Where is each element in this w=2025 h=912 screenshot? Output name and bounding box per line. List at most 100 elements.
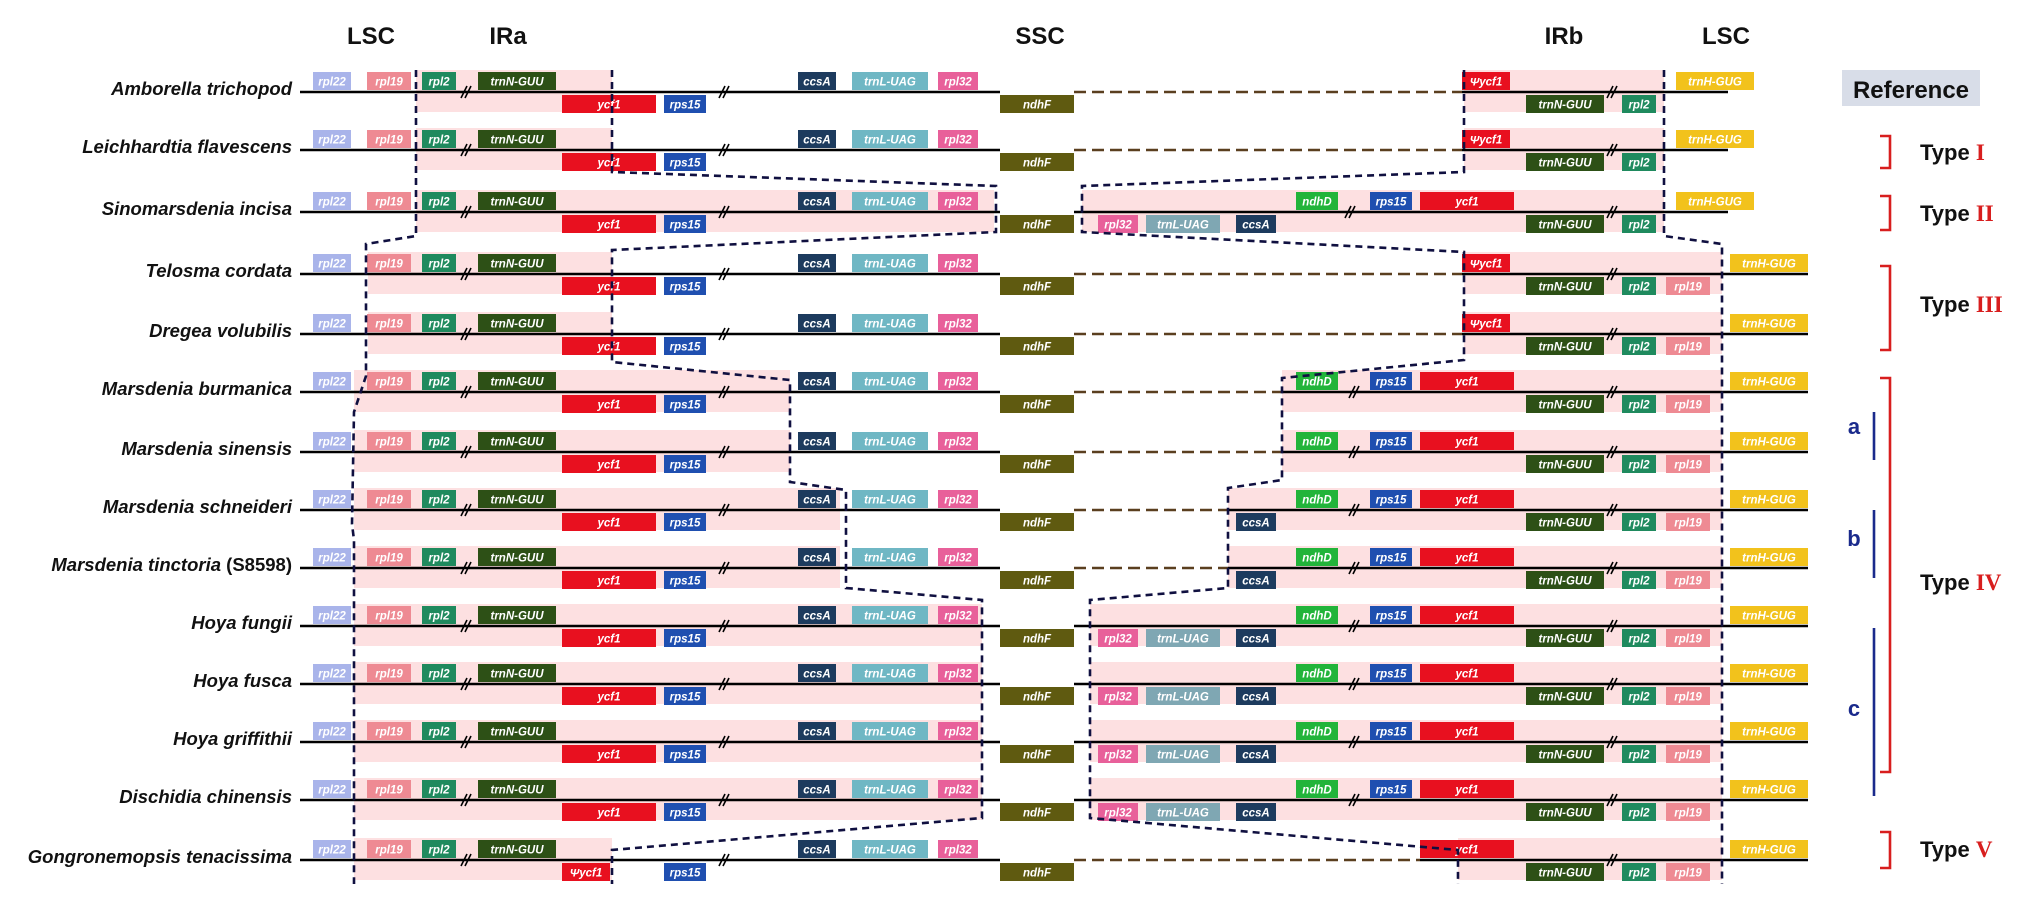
gene-trnN-GUU-box xyxy=(1526,395,1604,413)
gene-ycf1-box xyxy=(562,337,656,355)
gene-rpl2-label: rpl2 xyxy=(428,197,450,209)
gene-rps15-label: rps15 xyxy=(1376,553,1407,565)
break-mark xyxy=(1606,735,1614,749)
gene-trnN-GUU-label: trnN-GUU xyxy=(1538,342,1592,354)
gene-ccsA-box xyxy=(798,722,836,740)
gene-ndhD-box xyxy=(1296,606,1338,624)
gene-rpl32: rpl32 xyxy=(1098,687,1138,705)
gene-ycf1-box xyxy=(1420,722,1514,740)
gene-ycf1: ycf1 xyxy=(562,153,656,171)
gene-rpl19: rpl19 xyxy=(1666,803,1710,821)
gene-ccsA-label: ccsA xyxy=(803,845,831,857)
gene-rpl19-box xyxy=(367,432,411,450)
gene-ndhD-label: ndhD xyxy=(1302,785,1331,797)
legend-type-4-bracket xyxy=(1880,376,1892,774)
break-mark xyxy=(718,85,726,99)
legend-type-5-label: Type V xyxy=(1920,837,1993,862)
gene-rps15-label: rps15 xyxy=(670,576,701,588)
gene-rps15-box xyxy=(664,745,706,763)
legend-type-3-label: Type III xyxy=(1920,292,2003,317)
gene-rps15-label: rps15 xyxy=(1376,495,1407,507)
gene-trnN-GUU: trnN-GUU xyxy=(1526,803,1604,821)
gene-ycf1: ycf1 xyxy=(562,95,656,113)
break-mark xyxy=(722,735,730,749)
break-mark xyxy=(718,561,726,575)
gene-ycf1: ycf1 xyxy=(1420,490,1514,508)
gene-rps15-label: rps15 xyxy=(1376,437,1407,449)
break-mark xyxy=(1348,561,1356,575)
gene-rpl2: rpl2 xyxy=(1622,455,1656,473)
gene-rpl2-box xyxy=(422,722,456,740)
gene-rpl19: rpl19 xyxy=(1666,395,1710,413)
gene-ccsA: ccsA xyxy=(798,254,836,272)
gene-rps15-box xyxy=(1370,490,1412,508)
species-label: Hoya fusca xyxy=(193,670,292,691)
gene-rpl22-box xyxy=(313,606,351,624)
gene-ycf1-label: ycf1 xyxy=(596,220,620,232)
break-mark xyxy=(1352,735,1360,749)
species-label: Gongronemopsis tenacissima xyxy=(28,846,292,867)
gene-ndhF: ndhF xyxy=(1000,629,1074,647)
gene-rpl2: rpl2 xyxy=(422,432,456,450)
gene-rps15-box xyxy=(664,153,706,171)
gene-rpl32-label: rpl32 xyxy=(1104,634,1132,646)
gene-rpl2: rpl2 xyxy=(422,72,456,90)
break-mark xyxy=(1348,503,1356,517)
region-label-ira: IRa xyxy=(489,23,527,50)
gene-rpl19-box xyxy=(367,780,411,798)
gene-ccsA-label: ccsA xyxy=(803,553,831,565)
gene-rpl22-label: rpl22 xyxy=(318,197,346,209)
boundary-ira-ssc xyxy=(610,70,998,884)
gene-rpl19: rpl19 xyxy=(367,664,411,682)
gene-ccsA-label: ccsA xyxy=(1242,808,1270,820)
break-mark xyxy=(1348,735,1356,749)
break-mark xyxy=(464,445,472,459)
gene-trnL-UAG-label: trnL-UAG xyxy=(864,437,916,449)
gene-ndhF-box xyxy=(1000,863,1074,881)
gene-ndhD-label: ndhD xyxy=(1302,197,1331,209)
gene-ccsA: ccsA xyxy=(1236,803,1276,821)
gene-trnH-GUG: trnH-GUG xyxy=(1730,722,1808,740)
gene-ccsA-box xyxy=(1236,803,1276,821)
gene-trnN-GUU: trnN-GUU xyxy=(1526,153,1604,171)
gene-rpl2-box xyxy=(422,840,456,858)
gene-trnN-GUU: trnN-GUU xyxy=(1526,745,1604,763)
gene-rpl32: rpl32 xyxy=(1098,803,1138,821)
gene-ndhF: ndhF xyxy=(1000,395,1074,413)
region-label-lsc: LSC xyxy=(347,23,395,50)
gene-rpl2: rpl2 xyxy=(422,780,456,798)
gene-ndhD-box xyxy=(1296,432,1338,450)
break-mark xyxy=(464,85,472,99)
gene-ycf1-label: ycf1 xyxy=(596,460,620,472)
gene-ycf1: Ψycf1 xyxy=(562,863,610,881)
break-mark xyxy=(1606,267,1614,281)
gene-rpl32-label: rpl32 xyxy=(1104,220,1132,232)
gene-ycf1-box xyxy=(562,687,656,705)
gene-rps15-label: rps15 xyxy=(670,400,701,412)
gene-trnH-GUG-label: trnH-GUG xyxy=(1742,611,1796,623)
gene-rpl19-box xyxy=(367,254,411,272)
gene-rpl2-label: rpl2 xyxy=(1628,634,1650,646)
gene-ccsA-label: ccsA xyxy=(803,495,831,507)
gene-rpl22-label: rpl22 xyxy=(318,259,346,271)
gene-ycf1-label: ycf1 xyxy=(596,518,620,530)
gene-ccsA-label: ccsA xyxy=(1242,518,1270,530)
gene-ycf1: ycf1 xyxy=(1420,432,1514,450)
break-mark xyxy=(1606,561,1614,575)
gene-rps15: rps15 xyxy=(1370,606,1412,624)
gene-ccsA: ccsA xyxy=(798,314,836,332)
gene-rps15-box xyxy=(1370,606,1412,624)
gene-rpl2-label: rpl2 xyxy=(428,437,450,449)
gene-trnH-GUG-label: trnH-GUG xyxy=(1742,377,1796,389)
gene-rpl2-label: rpl2 xyxy=(1628,220,1650,232)
gene-trnN-GUU-label: trnN-GUU xyxy=(490,77,544,89)
break-mark xyxy=(1348,619,1356,633)
break-mark xyxy=(718,677,726,691)
gene-trnN-GUU-box xyxy=(478,548,556,566)
gene-rpl2-label: rpl2 xyxy=(1628,342,1650,354)
break-mark xyxy=(460,677,468,691)
break-mark xyxy=(722,327,730,341)
gene-trnN-GUU-box xyxy=(478,780,556,798)
gene-ycf1-label: Ψycf1 xyxy=(1470,319,1503,331)
gene-trnL-UAG: trnL-UAG xyxy=(852,432,928,450)
